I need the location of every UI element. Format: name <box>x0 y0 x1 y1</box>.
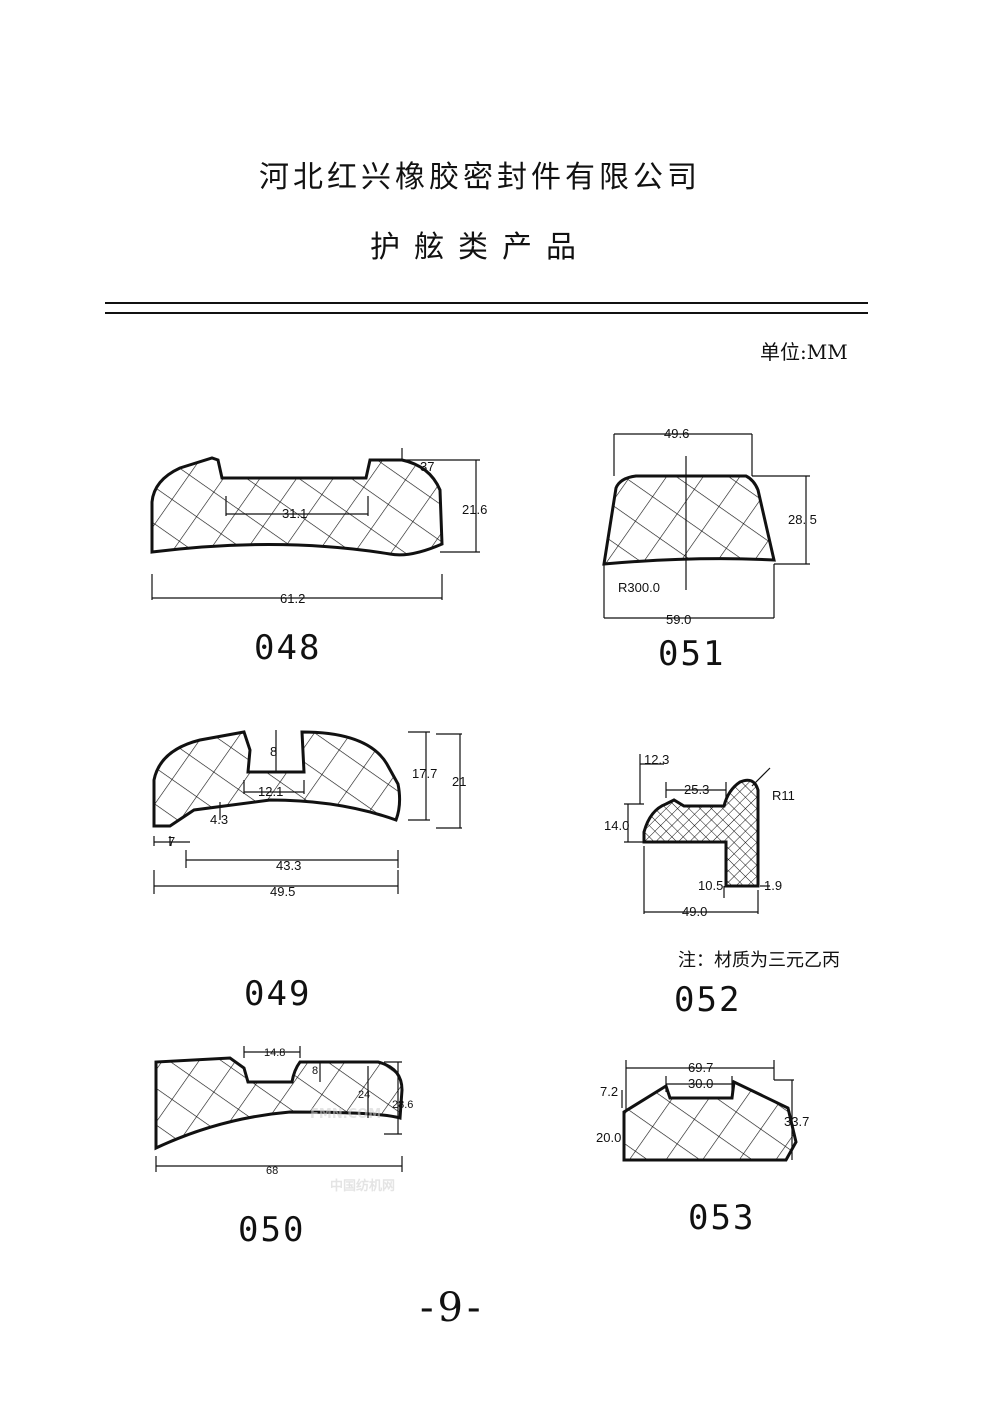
dim-label: 1.9 <box>764 878 782 893</box>
dim-label: 21 <box>452 774 466 789</box>
watermark-latin: FMN.COM <box>310 1107 381 1122</box>
dim-label: 33.7 <box>784 1114 809 1129</box>
product-code-048: 048 <box>254 628 322 668</box>
dim-label: 30.0 <box>688 1076 713 1091</box>
product-code-050: 050 <box>238 1210 306 1250</box>
watermark-cn: 中国纺机网 <box>330 1178 395 1194</box>
dim-label: 25.3 <box>684 782 709 797</box>
dim-label: 49.0 <box>682 904 707 919</box>
product-code-052: 052 <box>674 980 742 1020</box>
dim-label: 12.3 <box>644 752 669 767</box>
dim-label: 59.0 <box>666 612 691 627</box>
dim-label: 14.8 <box>264 1047 285 1059</box>
page-number: -9- <box>420 1285 485 1331</box>
profile-drawing-048: 37 21.6 31.1 61.2 <box>150 448 487 606</box>
dim-label: 7.2 <box>600 1084 618 1099</box>
dim-label: 28. 5 <box>788 512 817 527</box>
profile-drawing-053: 69.7 7.2 30.0 33.7 20.0 <box>596 1060 809 1162</box>
dim-label: 17.7 <box>412 766 437 781</box>
dim-label: 49.5 <box>270 884 295 899</box>
dim-label: R300.0 <box>618 580 660 595</box>
header-rule-bottom <box>105 312 868 314</box>
dim-label: 69.7 <box>688 1060 713 1075</box>
profile-drawing-049: 8 17.7 21 12.1 4.3 7 43.3 49.5 <box>152 730 466 899</box>
dim-label: R11 <box>772 788 795 803</box>
dim-label: 24 <box>358 1089 370 1101</box>
product-code-053: 053 <box>688 1198 756 1238</box>
dim-label: 61.2 <box>280 591 305 606</box>
unit-label: 单位:MM <box>760 340 848 364</box>
profile-drawing-050: 14.8 8 24 28.6 68 <box>154 1046 413 1177</box>
dim-label: 20.0 <box>596 1130 621 1145</box>
product-category-title: 护舷类产品 <box>370 230 590 265</box>
profile-drawing-051: 49.6 28. 5 R300.0 59.0 <box>602 426 817 627</box>
dim-label: 14.0 <box>604 818 629 833</box>
profile-drawing-052: 12.3 25.3 R11 14.0 10.5 1.9 49.0 <box>604 752 795 919</box>
dim-label: 43.3 <box>276 858 301 873</box>
dim-label: 8 <box>312 1065 318 1077</box>
dim-label: 4.3 <box>210 812 228 827</box>
dim-label: 28.6 <box>392 1099 413 1111</box>
header-rule-top <box>105 302 868 304</box>
dim-label: 8 <box>270 744 277 759</box>
watermark-logo: FMN.COM 中国纺机网 <box>310 1107 395 1194</box>
dim-label: 21.6 <box>462 502 487 517</box>
product-code-049: 049 <box>244 974 312 1014</box>
dim-label: 12.1 <box>258 784 283 799</box>
dim-label: 68 <box>266 1165 278 1177</box>
dim-label: 7 <box>168 834 175 849</box>
material-note: 注：材质为三元乙丙 <box>678 950 840 971</box>
dim-label: 31.1 <box>282 506 307 521</box>
company-name: 河北红兴橡胶密封件有限公司 <box>259 160 701 195</box>
dim-label: 49.6 <box>664 426 689 441</box>
dim-label: 37 <box>420 459 434 474</box>
product-code-051: 051 <box>658 634 726 674</box>
dim-label: 10.5 <box>698 878 723 893</box>
